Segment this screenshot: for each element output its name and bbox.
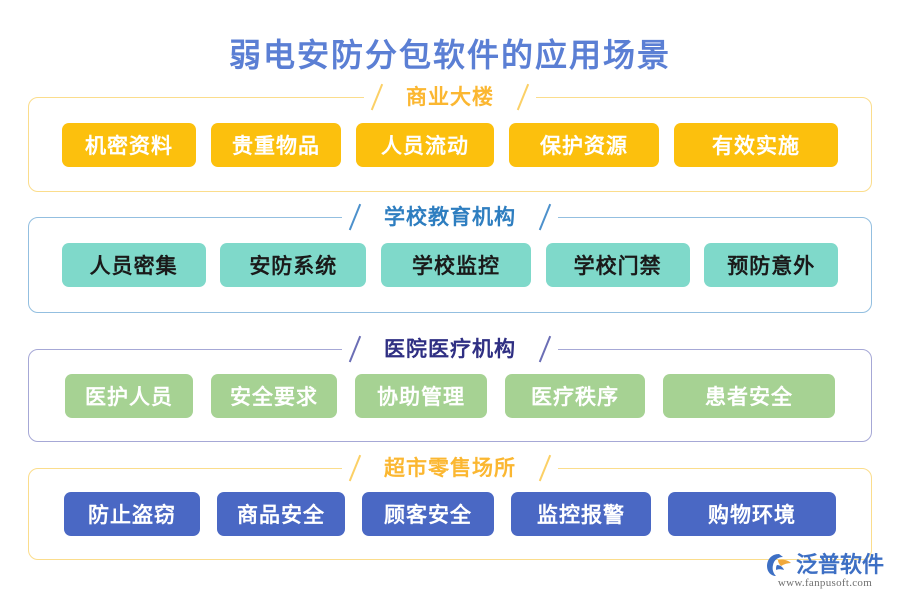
pill-item[interactable]: 安防系统 [220, 243, 367, 287]
pill-item[interactable]: 人员密集 [61, 243, 206, 287]
pill-item[interactable]: 机密资料 [62, 122, 196, 167]
pill-item[interactable]: 协助管理 [355, 373, 487, 418]
pill-row: 防止盗窃 商品安全 顾客安全 监控报警 购物环境 [29, 469, 871, 559]
section-box: 防止盗窃 商品安全 顾客安全 监控报警 购物环境 [28, 468, 872, 560]
pill-item[interactable]: 监控报警 [511, 492, 651, 536]
pill-item[interactable]: 患者安全 [663, 373, 835, 418]
pill-row: 人员密集 安防系统 学校监控 学校门禁 预防意外 [29, 218, 871, 312]
pill-item[interactable]: 学校门禁 [545, 243, 690, 287]
pill-item[interactable]: 安全要求 [211, 373, 337, 418]
section-box: 机密资料 贵重物品 人员流动 保护资源 有效实施 [28, 97, 872, 192]
section-hospital-medical: 医护人员 安全要求 协助管理 医疗秩序 患者安全 医院医疗机构 [28, 336, 872, 442]
logo-row: 泛普软件 [766, 552, 884, 578]
section-box: 人员密集 安防系统 学校监控 学校门禁 预防意外 [28, 217, 872, 313]
brand-logo: 泛普软件 www.fanpusoft.com [760, 552, 890, 592]
pill-item[interactable]: 保护资源 [509, 122, 659, 167]
section-box: 医护人员 安全要求 协助管理 医疗秩序 患者安全 [28, 349, 872, 442]
pill-item[interactable]: 预防意外 [704, 243, 839, 287]
pill-item[interactable]: 人员流动 [356, 122, 494, 167]
page-title: 弱电安防分包软件的应用场景 [228, 37, 671, 73]
logo-text: 泛普软件 [795, 552, 884, 577]
pill-item[interactable]: 防止盗窃 [64, 492, 200, 536]
pill-item[interactable]: 贵重物品 [211, 122, 341, 167]
fanpu-logo-icon [766, 552, 794, 578]
logo-url: www.fanpusoft.com [777, 577, 873, 589]
section-supermarket-retail: 防止盗窃 商品安全 顾客安全 监控报警 购物环境 超市零售场所 [28, 455, 872, 560]
section-school-education: 人员密集 安防系统 学校监控 学校门禁 预防意外 学校教育机构 [28, 204, 872, 313]
pill-item[interactable]: 医疗秩序 [505, 373, 645, 418]
pill-item[interactable]: 有效实施 [674, 122, 838, 167]
pill-item[interactable]: 购物环境 [668, 492, 836, 536]
pill-item[interactable]: 顾客安全 [362, 492, 494, 536]
pill-item[interactable]: 学校监控 [380, 243, 531, 287]
pill-item[interactable]: 医护人员 [65, 373, 193, 418]
pill-row: 医护人员 安全要求 协助管理 医疗秩序 患者安全 [29, 350, 871, 441]
pill-item[interactable]: 商品安全 [217, 492, 345, 536]
pill-row: 机密资料 贵重物品 人员流动 保护资源 有效实施 [29, 98, 871, 191]
section-commercial-building: 机密资料 贵重物品 人员流动 保护资源 有效实施 商业大楼 [28, 84, 872, 192]
